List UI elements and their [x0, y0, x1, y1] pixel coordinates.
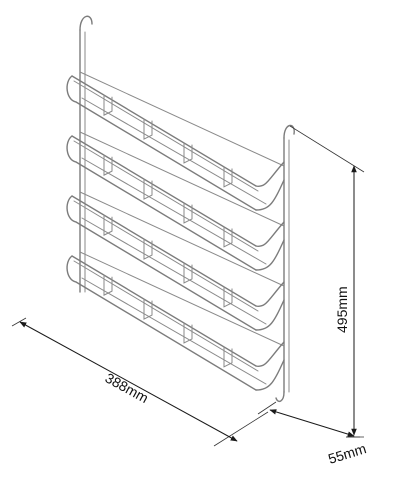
shelf-front-rail: [71, 75, 257, 187]
shelf-spindle: [183, 142, 193, 164]
shelf-base-rail: [75, 281, 257, 391]
width-extension-right: [213, 411, 269, 447]
shelf-base-rail: [75, 101, 257, 211]
height-extension-top: [289, 125, 365, 173]
shelf-front-rail: [71, 135, 257, 247]
width-extension-left: [11, 317, 27, 327]
shelf-base-rail: [75, 221, 257, 331]
shelf-base-rail-inner: [81, 157, 267, 265]
shelf-right-end: [255, 161, 285, 187]
shelf-spindle: [183, 262, 193, 284]
shelf-front-rail: [71, 195, 257, 307]
shelf-right-base-end: [255, 239, 285, 271]
shelf-left-end: [66, 255, 77, 283]
left-hook: [79, 15, 93, 31]
height-dimension: 495mm: [289, 125, 365, 438]
width-label: 388mm: [103, 370, 152, 406]
shelf-right-base-end: [255, 359, 285, 391]
shelf-back-rail: [79, 71, 285, 167]
shelf-spindle: [143, 118, 153, 140]
shelf-base-rail-inner: [81, 97, 267, 205]
shelf-front-rail-inner: [73, 260, 259, 372]
shelf-right-base-end: [255, 299, 285, 331]
height-label: 495mm: [334, 286, 350, 333]
shelf-back-rail: [79, 191, 285, 287]
shelf-spindle: [183, 202, 193, 224]
depth-dimension: 55mm: [257, 401, 368, 467]
shelf-front-rail-inner: [73, 80, 259, 192]
shelf-spindle: [103, 154, 113, 176]
shelf-front-rail-inner: [73, 140, 259, 252]
shelf-front-rail: [71, 255, 257, 367]
depth-label: 55mm: [326, 440, 368, 467]
shelf-spindle: [223, 166, 233, 188]
shelves: [66, 71, 285, 391]
shelf-left-end: [66, 195, 77, 223]
shelf-spindle: [223, 226, 233, 248]
shelf-spindle: [143, 178, 153, 200]
width-dimension-line: [19, 321, 238, 442]
shelf-right-end: [255, 221, 285, 247]
shelf-base-rail-inner: [81, 277, 267, 385]
shelf-spindle: [103, 94, 113, 116]
shelf-spindle: [103, 214, 113, 236]
shelf-spindle: [143, 298, 153, 320]
shelf-spindle: [143, 238, 153, 260]
right-bottom-hook: [275, 391, 285, 403]
right-hook: [283, 124, 295, 139]
shelf-spindle: [223, 286, 233, 308]
shelf-right-end: [255, 341, 285, 367]
shelf-spindle: [103, 274, 113, 296]
depth-dimension-line: [269, 409, 355, 437]
shelf-left-end: [66, 75, 77, 103]
width-dimension: 388mm: [11, 317, 269, 447]
shelf-base-rail-inner: [81, 217, 267, 325]
shelf-left-end: [66, 135, 77, 163]
shelf-front-rail-inner: [73, 200, 259, 312]
shelf-back-rail: [79, 251, 285, 347]
shelf-right-end: [255, 281, 285, 307]
depth-extension-left: [257, 401, 277, 415]
shelf-right-base-end: [255, 179, 285, 211]
wire-rack-drawing: [66, 15, 295, 403]
shelf-base-rail: [75, 161, 257, 271]
shelf-back-rail: [79, 131, 285, 227]
